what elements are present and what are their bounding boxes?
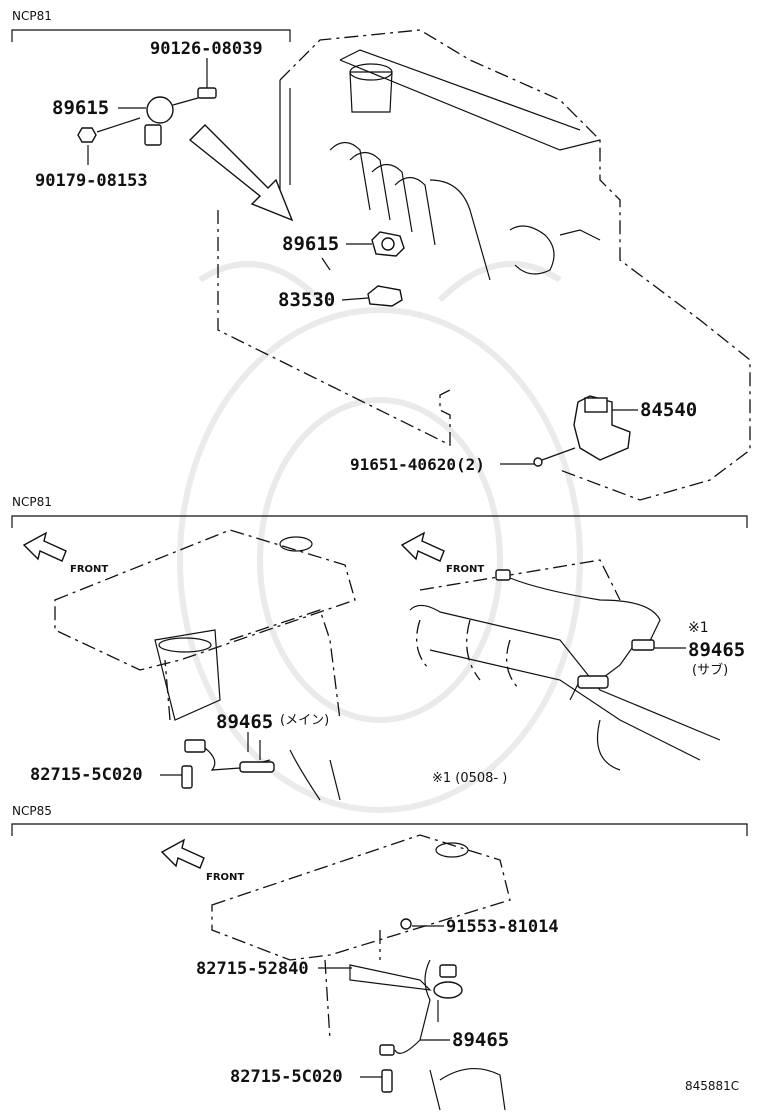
label-89615-engine: 89615 [282, 233, 339, 255]
engine-cover-ncp81 [54, 529, 356, 801]
front-label-2: FRONT [446, 564, 484, 575]
front-arrow-1: FRONT [22, 531, 108, 575]
engine-illustration [217, 29, 751, 501]
label-89615-top: 89615 [52, 97, 109, 119]
section-frame-2: NCP81 [11, 495, 748, 528]
direction-arrow [188, 124, 294, 222]
front-label-3: FRONT [206, 872, 244, 883]
label-82715-52840: 82715-52840 [196, 959, 309, 979]
diagram-id: 845881C [685, 1079, 739, 1093]
sensor-84540 [533, 395, 631, 467]
label-note-mark: ※1 [688, 620, 709, 636]
o2-sensor-ncp85 [379, 918, 463, 1093]
label-89465-ncp85: 89465 [452, 1029, 509, 1051]
engine-cover-ncp85 [211, 834, 511, 1111]
front-label-1: FRONT [70, 564, 108, 575]
label-main-note: (メイン) [280, 713, 329, 728]
label-90179-08153: 90179-08153 [35, 171, 148, 191]
front-arrow-2: FRONT [400, 531, 484, 575]
label-89465-main: 89465 [216, 711, 273, 733]
label-91651-40620: 91651-40620(2) [350, 455, 485, 474]
knock-sensor-exploded [77, 58, 217, 165]
label-83530: 83530 [278, 289, 335, 311]
label-84540: 84540 [640, 399, 697, 421]
watermark [177, 261, 583, 813]
label-90126-08039: 90126-08039 [150, 39, 263, 59]
label-sub-note: (サブ) [692, 662, 728, 678]
o2-sensor-sub [495, 569, 661, 701]
section-title-3: NCP85 [12, 804, 52, 818]
section-title-2: NCP81 [12, 495, 52, 509]
section-title-1: NCP81 [12, 9, 52, 23]
label-91553-81014: 91553-81014 [446, 917, 559, 937]
label-89465-sub: 89465 [688, 639, 745, 661]
exhaust-ncp81 [409, 559, 721, 771]
section-frame-3: NCP85 [11, 804, 748, 836]
sensor-83530 [367, 285, 403, 307]
o2-sensor-main [181, 739, 275, 789]
label-82715-5C020-b: 82715-5C020 [230, 1067, 343, 1087]
section-frame-1: NCP81 [11, 9, 291, 42]
knock-sensor-installed [371, 231, 405, 257]
front-arrow-3: FRONT [160, 838, 244, 883]
label-footnote: ※1 (0508- ) [432, 771, 507, 786]
label-82715-5C020-a: 82715-5C020 [30, 765, 143, 785]
